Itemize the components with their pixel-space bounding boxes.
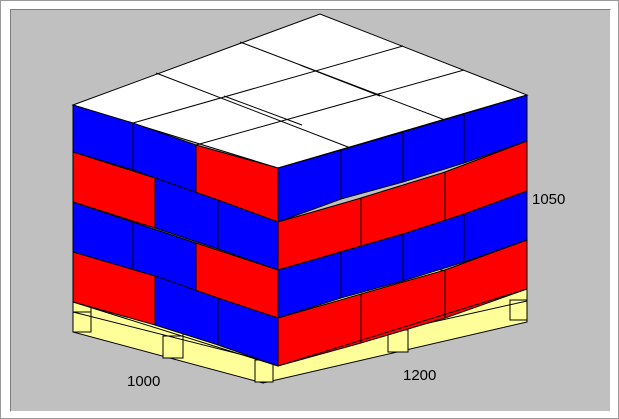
pallet-board-line: [72, 311, 264, 361]
load-left-face: [72, 104, 279, 367]
pallet-blocks: [72, 299, 528, 383]
top-carton-edge: [223, 95, 303, 126]
height-dimension-label: 1050: [532, 191, 566, 208]
top-carton-edge: [155, 72, 362, 153]
width-dimension-label: 1000: [127, 373, 161, 390]
top-carton-edge: [195, 69, 465, 146]
length-dimension-label: 1200: [403, 367, 437, 384]
load-top: [71, 13, 529, 169]
load-right-face: [277, 94, 528, 367]
pallet-block: [72, 311, 92, 333]
top-carton-edge: [132, 45, 404, 124]
pallet-block: [509, 299, 528, 321]
top-carton-edge: [299, 64, 381, 97]
